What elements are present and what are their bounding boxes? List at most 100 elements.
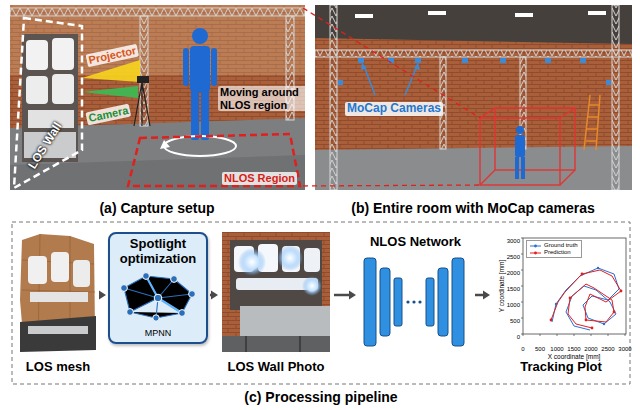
network-layers: [452, 258, 464, 346]
label-holder: 1000: [507, 293, 520, 311]
capture-setup-photo: [183, 28, 217, 140]
mocap-room-photo: [516, 126, 524, 134]
mocap-room-photo: [315, 50, 632, 57]
legend-line-sample: [530, 245, 541, 246]
mocap-room-photo: [515, 157, 519, 179]
los-mesh-image: [28, 256, 47, 284]
capture-setup-photo: [10, 118, 305, 190]
pipeline-frame: [12, 222, 630, 384]
label-holder: 1500: [507, 277, 520, 295]
tick-label: 2500: [601, 346, 614, 352]
region-label: NLOS Region: [222, 172, 297, 185]
mocap-room-photo: [315, 5, 632, 190]
capture-setup-photo: [183, 48, 189, 86]
mocap-room-photo: [364, 66, 417, 95]
part-label: MoCap Cameras: [345, 102, 443, 116]
label-holder: MoCap Cameras: [345, 98, 443, 116]
tick-label: 3000: [618, 346, 631, 352]
legend-dot-sample: [534, 244, 537, 247]
flow-arrow: [475, 291, 490, 300]
label-holder: 2500: [601, 337, 614, 355]
label-holder: (a) Capture setup: [99, 199, 214, 217]
capture-setup-photo: [190, 46, 210, 92]
axis-title: X coordinate [mm]: [548, 354, 601, 361]
los-mesh-image: [51, 252, 69, 282]
capture-setup-photo: [52, 74, 74, 104]
network-layers: [406, 300, 421, 303]
legend-line-sample: [530, 250, 542, 256]
capture-setup-photo: [160, 140, 170, 149]
spotlight-box-fill: [108, 232, 208, 344]
capture-setup-photo: [14, 18, 82, 188]
mocap-room-photo: [588, 11, 606, 15]
mpnn-graph: [121, 273, 196, 322]
los-wall-photo: [304, 248, 320, 272]
los-mesh-image: [20, 234, 95, 348]
tracking-plot: [591, 327, 594, 330]
legend-dot-sample: [534, 251, 537, 254]
capture-setup-photo: [10, 8, 305, 16]
mpnn-graph: [154, 294, 162, 302]
capture-setup-photo: [52, 38, 74, 70]
axis-title: Y coordinate [mm]: [499, 260, 506, 313]
capture-setup-photo: [191, 90, 199, 140]
mocap-room-photo: [545, 58, 551, 63]
mocap-room-photo: [355, 14, 373, 18]
legend-line-sample: [530, 243, 542, 249]
label-holder: 1000: [550, 337, 563, 355]
label-holder: Camera: [85, 100, 132, 127]
mocap-room-photo: [515, 126, 525, 179]
mocap-room-photo: [361, 63, 367, 70]
label-holder: 1500: [567, 337, 580, 355]
mocap-room-photo: [500, 58, 506, 63]
tracking-plot: [555, 303, 557, 305]
tracking-plot: [521, 238, 626, 336]
tick-label: 1000: [507, 302, 520, 308]
tick-label: 0: [521, 346, 524, 352]
arrow-head: [211, 291, 218, 300]
network-node: NLOS Network: [358, 232, 473, 376]
tracking-plot: [597, 267, 599, 269]
image-node: LOS Wall Photo: [220, 230, 332, 376]
network-layers: [364, 258, 464, 346]
label-holder: 3000: [507, 229, 520, 247]
legend-row: Ground truth: [530, 242, 578, 249]
mocap-room-photo: [480, 108, 575, 185]
mpnn-graph: [121, 273, 196, 322]
mpnn-graph: [127, 309, 134, 316]
flow-arrow: [334, 291, 356, 300]
node-title: Tracking Plot: [520, 359, 602, 375]
capture-setup-photo: [128, 134, 300, 186]
spotlight-box-fill: [108, 232, 208, 344]
tick-label: 2000: [584, 346, 597, 352]
flow-arrow: [210, 291, 218, 300]
tick-label: 2000: [507, 270, 520, 276]
network-layers: [406, 300, 409, 303]
mpnn-graph: [153, 315, 159, 321]
legend-line-sample: [530, 252, 541, 253]
tracking-plot: [620, 290, 623, 293]
capture-setup-photo: [82, 86, 138, 98]
zoom-lines: [303, 8, 480, 186]
legend-text: Ground truth: [544, 242, 578, 249]
part-label: Projector: [86, 44, 140, 67]
los-mesh-image: [20, 316, 96, 352]
capture-setup-photo: [201, 90, 209, 140]
label-holder: Projector: [85, 40, 140, 68]
tracking-plot: [613, 311, 616, 314]
tick-label: 0: [517, 334, 520, 340]
label-holder: LOS Wall: [23, 118, 66, 172]
subfigure-caption: (c) Processing pipeline: [244, 389, 397, 405]
note-label: Moving around NLOS region: [218, 86, 308, 111]
capture-setup-photo: [134, 82, 150, 126]
network-layers: [364, 258, 376, 346]
tracking-plot: [552, 268, 619, 330]
label-holder: 500: [510, 309, 520, 327]
tick-label: 2500: [507, 254, 520, 260]
legend-row: Prediction: [530, 249, 578, 256]
node-subtitle: MPNN: [145, 328, 172, 339]
los-wall-photo: [222, 232, 330, 352]
mocap-room-photo: [584, 95, 600, 150]
part-label: LOS Wall: [26, 120, 65, 172]
mocap-room-photo: [315, 5, 632, 190]
